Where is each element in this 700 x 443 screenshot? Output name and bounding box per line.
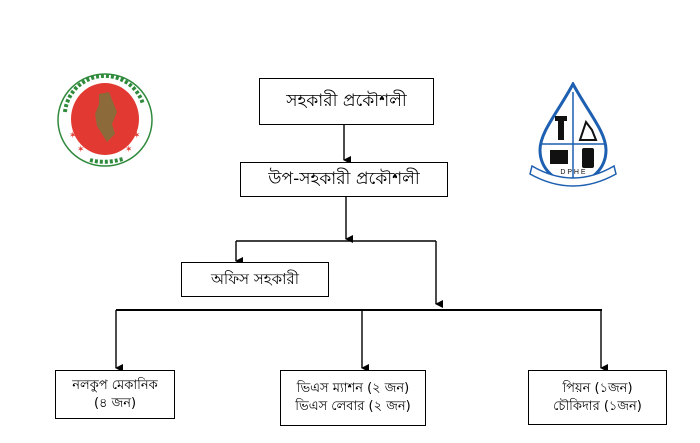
node-label: সহকারী প্রকৌশলী	[286, 91, 407, 112]
node-label: নলকুপ মেকানিক	[72, 377, 158, 393]
star-icon: ✶	[69, 131, 77, 141]
node-peon-guard: পিয়ন (১জন) চৌকিদার (১জন)	[528, 370, 667, 425]
node-office-assistant: অফিস সহকারী	[181, 262, 329, 297]
dphe-letters: D P H E	[560, 169, 585, 176]
node-sub-assistant-engineer: উপ-সহকারী প্রকৌশলী	[240, 162, 448, 197]
node-label: (৪ জন)	[93, 395, 137, 411]
dphe-logo: D P H E	[529, 82, 617, 187]
node-label: ভিএস লেবার (২ জন)	[295, 399, 411, 414]
node-assistant-engineer: সহকারী প্রকৌশলী	[259, 78, 434, 125]
node-label: পিয়ন (১জন)	[562, 380, 633, 396]
node-tubewell-mechanic: নলকুপ মেকানিক (৪ জন)	[55, 370, 175, 419]
node-label: চৌকিদার (১জন)	[553, 398, 642, 414]
star-icon: ✶	[125, 145, 133, 155]
bangladesh-map-icon	[95, 92, 117, 142]
node-label: ভিএস ম্যাশন (২ জন)	[296, 381, 410, 397]
node-vs-mason-labour: ভিএস ম্যাশন (২ জন) ভিএস লেবার (২ জন)	[280, 370, 426, 426]
star-icon: ✶	[133, 131, 141, 141]
node-label: অফিস সহকারী	[210, 270, 300, 289]
government-seal-logo: ✶ ✶ ✶ ✶	[57, 73, 153, 167]
star-icon: ✶	[77, 145, 85, 155]
node-label: উপ-সহকারী প্রকৌশলী	[268, 169, 420, 190]
